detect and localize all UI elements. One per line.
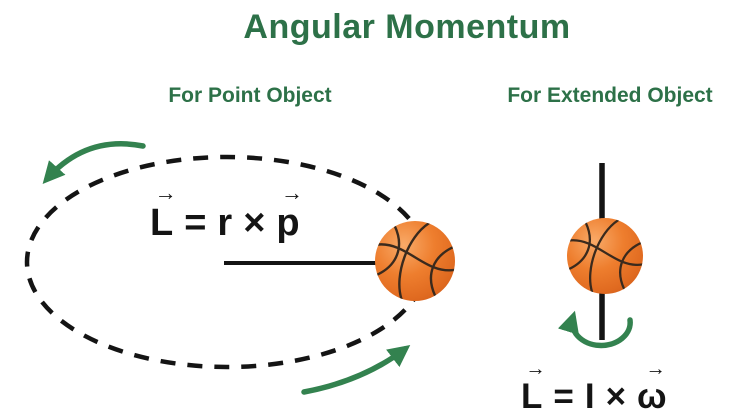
symbol-r: r	[217, 201, 233, 244]
symbol-L: L	[150, 201, 174, 244]
symbol-omega: ω	[637, 377, 667, 417]
point-object-formula: → L = r × → p	[150, 182, 303, 244]
vector-p: → p	[276, 182, 303, 244]
symbol-L: L	[521, 377, 543, 417]
cross-product-sign: ×	[605, 377, 627, 417]
vector-omega: → ω	[637, 358, 667, 417]
symbol-I: I	[584, 377, 595, 417]
equals-sign: =	[553, 377, 574, 417]
point-object-label: For Point Object	[168, 84, 332, 107]
vector-arrow-icon: →	[154, 180, 177, 205]
orbit-direction-arrow-top-icon	[42, 141, 146, 184]
rotation-direction-arrow-icon	[557, 310, 633, 349]
vector-arrow-icon: →	[281, 180, 304, 205]
equals-sign: =	[184, 201, 207, 244]
basketball-extended-object	[556, 207, 653, 304]
vector-L: → L	[150, 182, 177, 244]
orbit-direction-arrow-bottom-icon	[301, 345, 411, 395]
basketball-point-object	[364, 210, 467, 313]
cross-product-sign: ×	[243, 201, 266, 244]
extended-object-label: For Extended Object	[507, 84, 713, 107]
extended-object-formula: → L = I × → ω	[521, 358, 667, 417]
symbol-p: p	[276, 201, 300, 244]
vector-L: → L	[521, 359, 546, 417]
page-title: Angular Momentum	[243, 8, 571, 46]
vector-arrow-icon: →	[645, 358, 666, 380]
vector-arrow-icon: →	[525, 358, 546, 380]
